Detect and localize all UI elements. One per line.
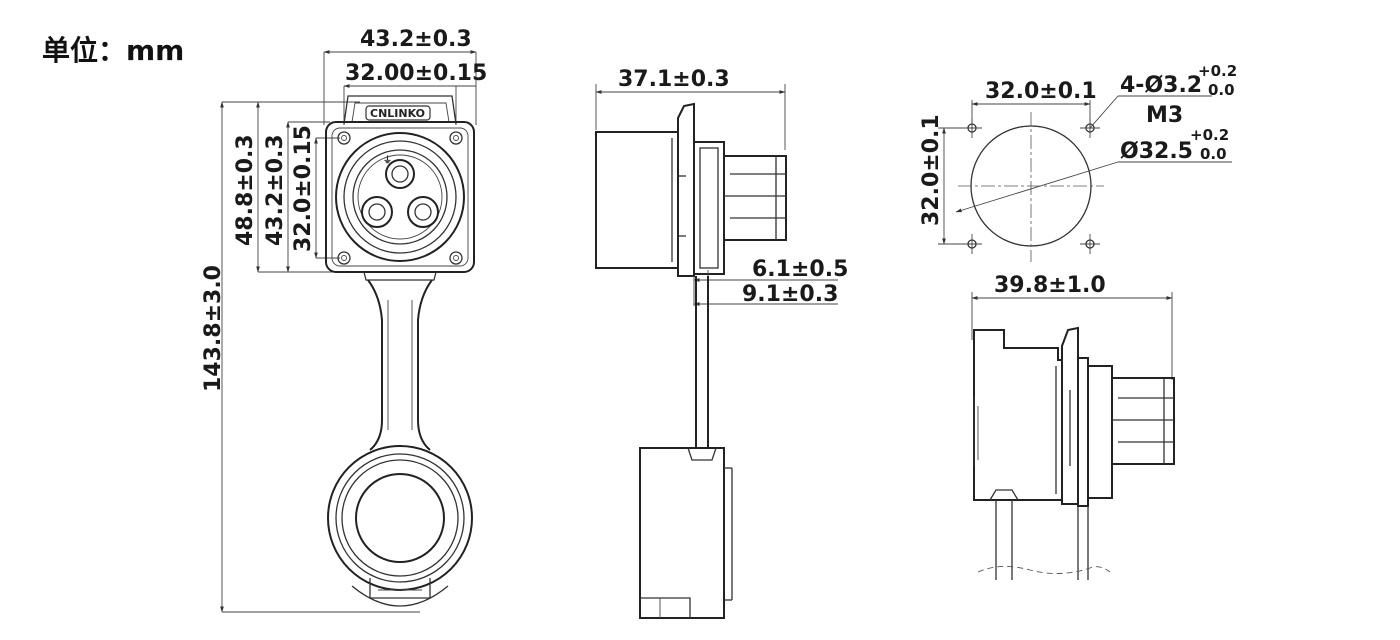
cutout-spec-label: Ø32.5 — [1120, 139, 1193, 164]
side-length-dim: 37.1±0.3 — [618, 67, 730, 92]
cutout-tol-minus: 0.0 — [1200, 145, 1227, 163]
hole-tol-plus: +0.2 — [1198, 62, 1237, 80]
svg-text:⏚: ⏚ — [383, 155, 392, 166]
mounted-length-dim: 39.8±1.0 — [994, 273, 1106, 298]
front-width-hole-dim: 32.00±0.15 — [345, 61, 487, 86]
unit-label: 单位：mm — [42, 34, 184, 67]
brand-logo: CNLINKO — [370, 107, 425, 120]
thread-label: M3 — [1146, 103, 1183, 128]
side-flange-depth-a-dim: 6.1±0.5 — [752, 257, 848, 282]
front-height-hole-dim: 32.0±0.15 — [291, 125, 316, 252]
cutout-tol-plus: +0.2 — [1190, 126, 1229, 144]
hole-tol-minus: 0.0 — [1208, 81, 1235, 99]
side-view: 37.1±0.3 6.1±0.5 9.1±0.3 — [595, 67, 848, 619]
panel-cutout-view: 32.0±0.1 32.0±0.1 4-Ø3.2 +0.2 0.0 M3 Ø32… — [919, 62, 1237, 262]
side-flange-depth-b-dim: 9.1±0.3 — [742, 282, 838, 307]
front-width-outer-dim: 43.2±0.3 — [360, 27, 472, 52]
front-height-flange-dim: 48.8±0.3 — [233, 134, 258, 246]
hole-spec-label: 4-Ø3.2 — [1120, 73, 1202, 98]
front-total-length-dim: 143.8±3.0 — [201, 265, 226, 392]
cutout-spacing-v-dim: 32.0±0.1 — [919, 114, 944, 226]
cutout-spacing-h-dim: 32.0±0.1 — [985, 79, 1097, 104]
mounted-view: 39.8±1.0 — [971, 273, 1175, 580]
front-height-outer-dim: 43.2±0.3 — [263, 134, 288, 246]
front-view: 43.2±0.3 32.00±0.15 143.8±3.0 48.8±0.3 4… — [201, 27, 487, 613]
